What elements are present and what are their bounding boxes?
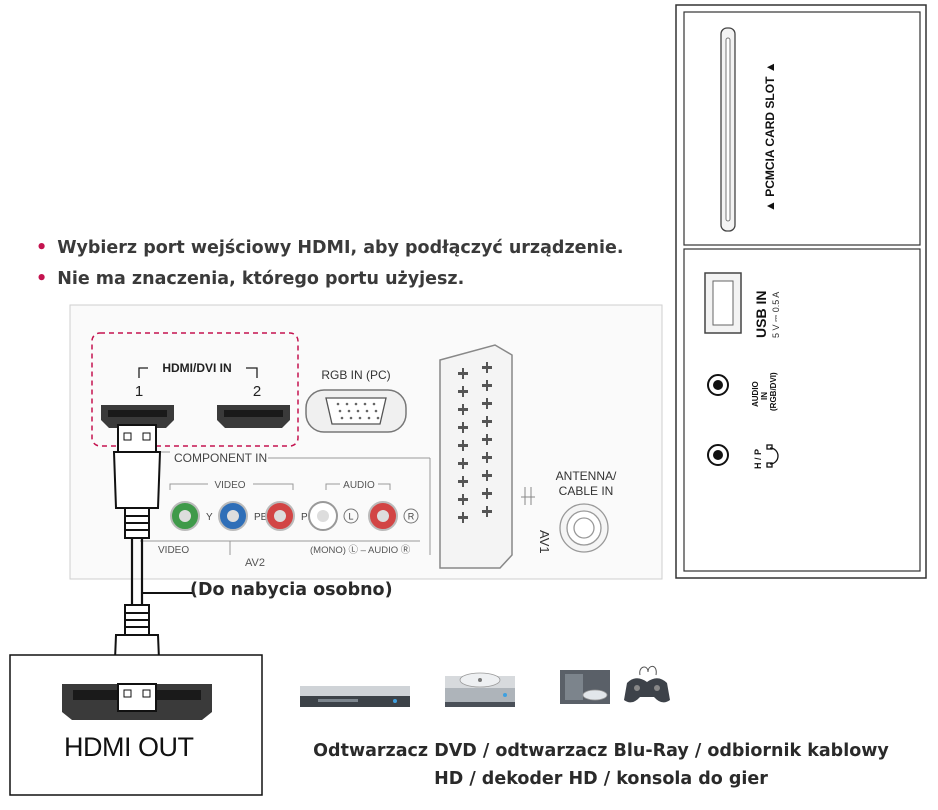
audio-in-jack: [707, 374, 729, 396]
component-audio-label: AUDIO: [343, 480, 375, 491]
hdmi-highlight-box: [91, 332, 299, 447]
hdmi-port-2: [217, 405, 290, 428]
rgb-in-port: [305, 389, 407, 433]
hdmi-port-1-label: 1: [135, 383, 143, 400]
hp-label: H / P: [753, 449, 763, 469]
pcmcia-slot: [720, 27, 736, 232]
jack-pb: [218, 501, 248, 531]
jack-l-label: L: [348, 512, 353, 522]
scart-port: [439, 344, 513, 569]
audio-in-label-2: IN: [760, 392, 769, 400]
jack-y: [170, 501, 200, 531]
cable-purchase-note: (Do nabycia osobno): [190, 580, 393, 600]
video-bottom-label: VIDEO: [158, 545, 189, 556]
cable-in-label: CABLE IN: [559, 484, 614, 498]
antenna-label: ANTENNA/: [556, 469, 617, 483]
device-caption: Odtwarzacz DVD / odtwarzacz Blu-Ray / od…: [268, 737, 934, 793]
hdmi-port-1: [101, 405, 174, 428]
rgb-in-label: RGB IN (PC): [321, 368, 390, 382]
source-device-box: [9, 654, 263, 796]
component-in-label: COMPONENT IN: [174, 451, 267, 465]
hdmi-plug-bottom-head: [117, 683, 157, 712]
hdmi-out-label: HDMI OUT: [64, 732, 194, 762]
jack-audio-l: [308, 501, 338, 531]
instruction-item: •Nie ma znaczenia, którego portu użyjesz…: [36, 269, 465, 289]
jack-r-label: R: [408, 512, 415, 522]
instruction-text: Nie ma znaczenia, którego portu użyjesz.: [57, 269, 465, 289]
hdmi-dvi-in-label: HDMI/DVI IN: [162, 361, 231, 375]
device-caption-line-1: Odtwarzacz DVD / odtwarzacz Blu-Ray / od…: [313, 741, 889, 761]
mono-audio-label: (MONO) Ⓛ – AUDIO Ⓡ: [310, 545, 411, 556]
jack-pr-label: PR: [301, 512, 315, 523]
hdmi-plug-top: [112, 424, 162, 539]
usb-spec-label: 5 V ⎓ 0.5 A: [771, 292, 781, 338]
jack-pr: [265, 501, 295, 531]
usb-in-port: [704, 272, 742, 334]
usb-in-label: USB IN: [753, 291, 769, 338]
dvd-player-icon: [300, 686, 410, 707]
antenna-port: [559, 503, 609, 553]
instruction-list: •Wybierz port wejściowy HDMI, aby podłąc…: [36, 233, 623, 295]
device-caption-line-2: HD / dekoder HD / konsola do gier: [434, 769, 768, 789]
instruction-text: Wybierz port wejściowy HDMI, aby podłącz…: [57, 238, 624, 258]
pcmcia-label: ▲ PCMCIA CARD SLOT ▲: [763, 61, 777, 212]
hdmi-cable: [130, 538, 194, 605]
blu-ray-player-icon: [445, 672, 515, 707]
jack-y-label: Y: [206, 512, 213, 523]
av1-label: AV1: [537, 530, 552, 554]
av2-label: AV2: [245, 557, 265, 569]
audio-in-label-1: AUDIO: [751, 381, 760, 407]
headphone-icon: [766, 444, 779, 468]
headphone-jack: [707, 444, 729, 466]
jack-audio-r: [368, 501, 398, 531]
instruction-item: •Wybierz port wejściowy HDMI, aby podłąc…: [36, 238, 624, 258]
av1-arrows-icon: [521, 487, 535, 505]
jack-pb-label: PB: [254, 512, 268, 523]
component-video-label: VIDEO: [214, 480, 245, 491]
set-top-box-icon: [560, 670, 610, 704]
game-console-icon: [624, 665, 670, 703]
audio-in-label-3: (RGB/DVI): [769, 372, 778, 411]
hdmi-port-2-label: 2: [253, 383, 261, 400]
